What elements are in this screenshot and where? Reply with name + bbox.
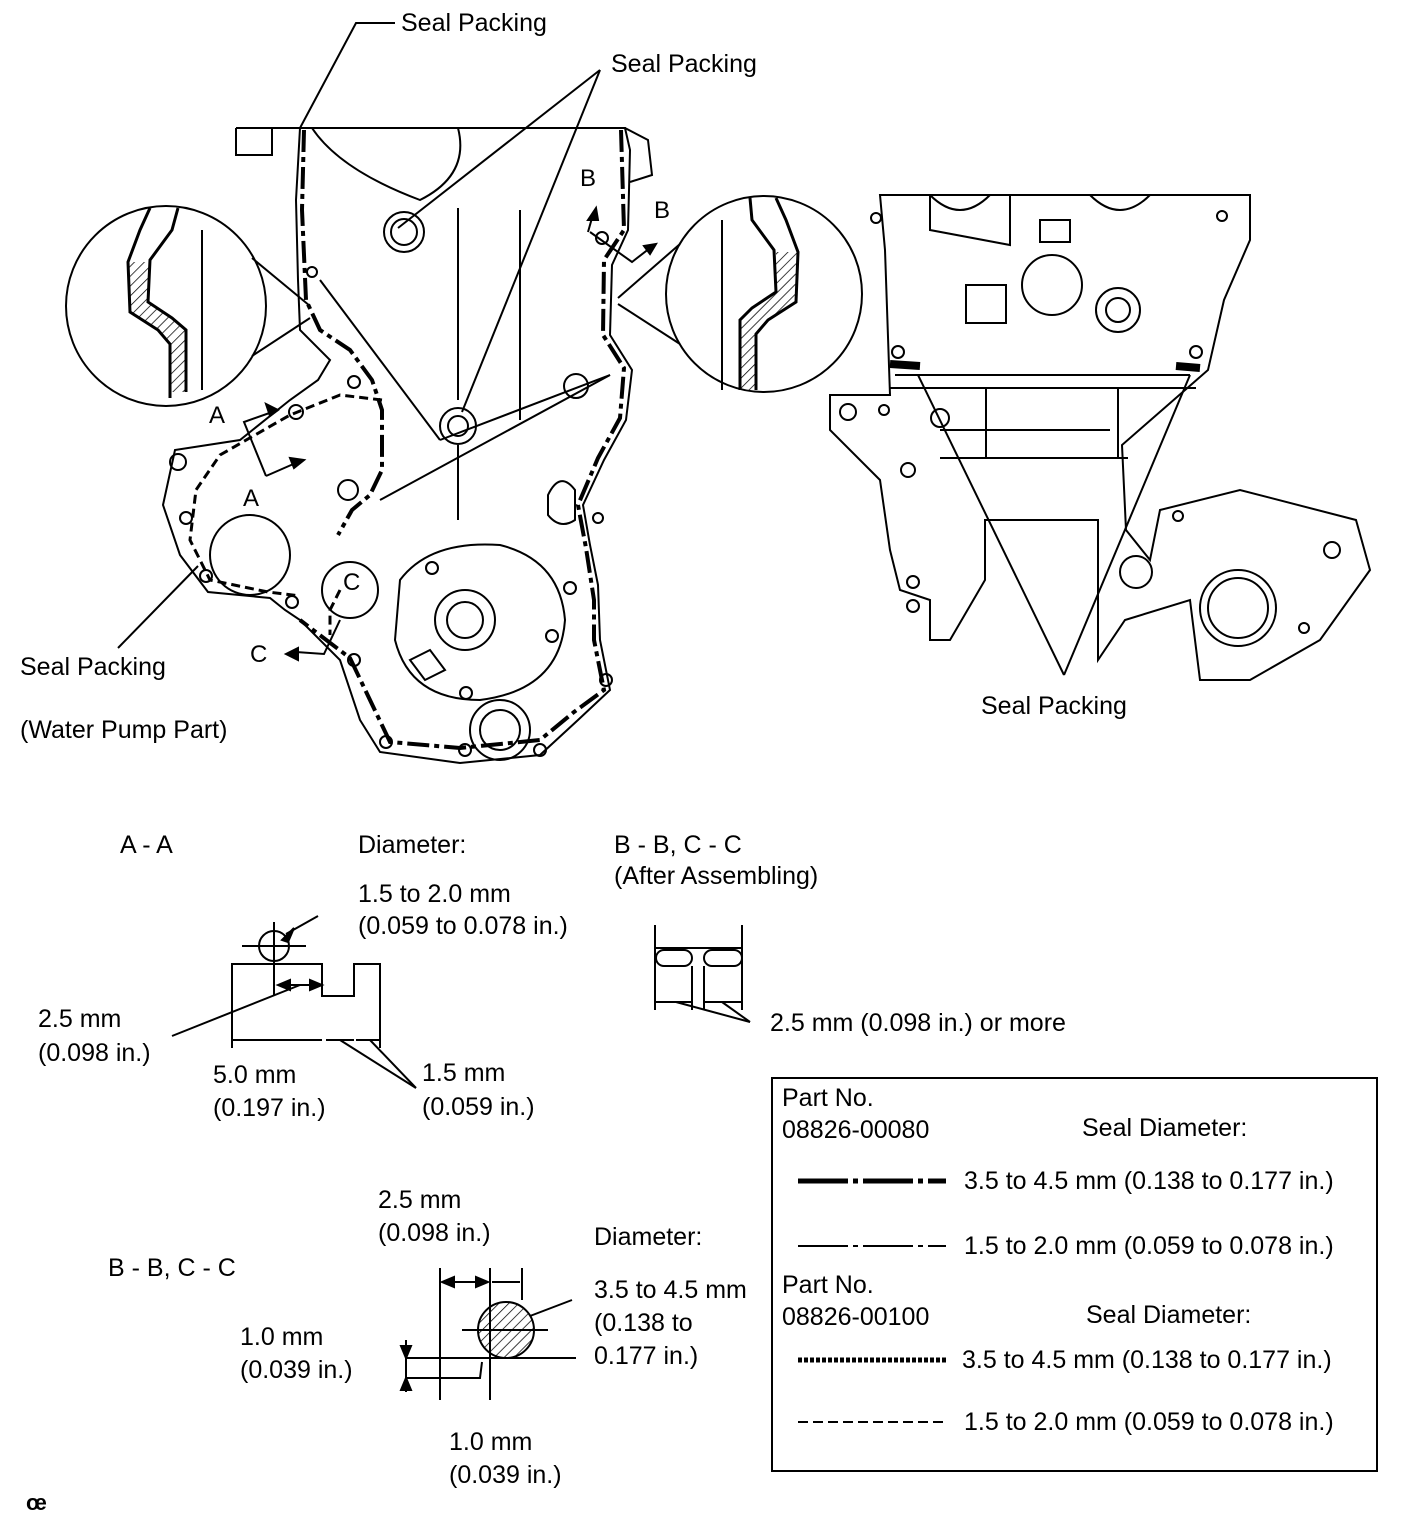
section-bb-after-subtitle: (After Assembling): [614, 862, 819, 890]
section-aa-offset-in: (0.098 in.): [38, 1039, 151, 1067]
section-bb-top-in: (0.098 in.): [378, 1219, 491, 1247]
legend-part2-thick: 3.5 to 4.5 mm (0.138 to 0.177 in.): [962, 1346, 1332, 1374]
section-bb-bottom-in: (0.039 in.): [449, 1461, 562, 1489]
legend-part2-number: 08826-00100: [782, 1303, 930, 1331]
right-detail-magnifier: [617, 195, 863, 393]
seal-packing-lines: [188, 129, 627, 751]
seal-legend-box: [771, 1077, 1378, 1472]
seal-packing-label-water-pump: Seal Packing: [20, 653, 166, 681]
section-bb-diameter-l2: (0.138 to: [594, 1309, 693, 1337]
section-bb-left-in: (0.039 in.): [240, 1356, 353, 1384]
section-bb-title: B - B, C - C: [108, 1254, 236, 1282]
section-aa-offset-mm: 2.5 mm: [38, 1005, 122, 1033]
section-aa-drawing: [171, 915, 417, 1089]
left-detail-magnifier: [65, 205, 311, 407]
legend-part1-number: 08826-00080: [782, 1116, 930, 1144]
seal-packing-label-rear: Seal Packing: [981, 692, 1127, 720]
section-marker-a-lower: A: [243, 485, 260, 512]
water-pump-part-label: (Water Pump Part): [20, 716, 228, 744]
legend-part2-label: Part No.: [782, 1271, 874, 1299]
legend-swatches: [798, 1178, 946, 1423]
seal-packing-label-top: Seal Packing: [401, 9, 547, 37]
section-aa-width-mm: 5.0 mm: [213, 1061, 297, 1089]
rear-view: [829, 194, 1372, 681]
legend-part1-seal-label: Seal Diameter:: [1082, 1114, 1248, 1142]
section-aa-diameter-mm: 1.5 to 2.0 mm: [358, 880, 511, 908]
legend-part1-thin: 1.5 to 2.0 mm (0.059 to 0.078 in.): [964, 1232, 1334, 1260]
section-bb-after-title: B - B, C - C: [614, 831, 742, 859]
section-marker-c-upper: C: [343, 569, 361, 596]
legend-part2-thin: 1.5 to 2.0 mm (0.059 to 0.078 in.): [964, 1408, 1334, 1436]
section-bb-diameter-l1: 3.5 to 4.5 mm: [594, 1276, 747, 1304]
section-bb-bottom-mm: 1.0 mm: [449, 1428, 533, 1456]
section-bb-diameter-label: Diameter:: [594, 1223, 703, 1251]
section-bb-after-gap: 2.5 mm (0.098 in.) or more: [770, 1009, 1066, 1037]
section-aa-groove-mm: 1.5 mm: [422, 1059, 506, 1087]
legend-part1-thick: 3.5 to 4.5 mm (0.138 to 0.177 in.): [964, 1167, 1334, 1195]
section-aa-diameter-label: Diameter:: [358, 831, 467, 859]
section-aa-diameter-in: (0.059 to 0.078 in.): [358, 912, 568, 940]
timing-cover-front-view: [161, 127, 654, 765]
section-aa-width-in: (0.197 in.): [213, 1094, 326, 1122]
section-aa-title: A - A: [120, 831, 173, 859]
section-bb-left-mm: 1.0 mm: [240, 1323, 324, 1351]
legend-part2-seal-label: Seal Diameter:: [1086, 1301, 1252, 1329]
section-marker-a-upper: A: [209, 402, 226, 429]
section-bb-top-mm: 2.5 mm: [378, 1186, 462, 1214]
section-arrows: [242, 205, 658, 662]
section-marker-c-lower: C: [250, 641, 268, 668]
section-bb-diameter-l3: 0.177 in.): [594, 1342, 699, 1370]
callout-leaders: [117, 22, 1191, 676]
section-marker-b-lower: B: [654, 197, 671, 224]
section-aa-groove-in: (0.059 in.): [422, 1093, 535, 1121]
section-bb-after-drawing: [654, 925, 751, 1023]
legend-part1-label: Part No.: [782, 1084, 874, 1112]
section-marker-b-upper: B: [580, 165, 597, 192]
corner-mark: œ: [26, 1490, 47, 1515]
seal-packing-label-upper-right: Seal Packing: [611, 50, 757, 78]
section-bb-drawing: [399, 1268, 576, 1400]
